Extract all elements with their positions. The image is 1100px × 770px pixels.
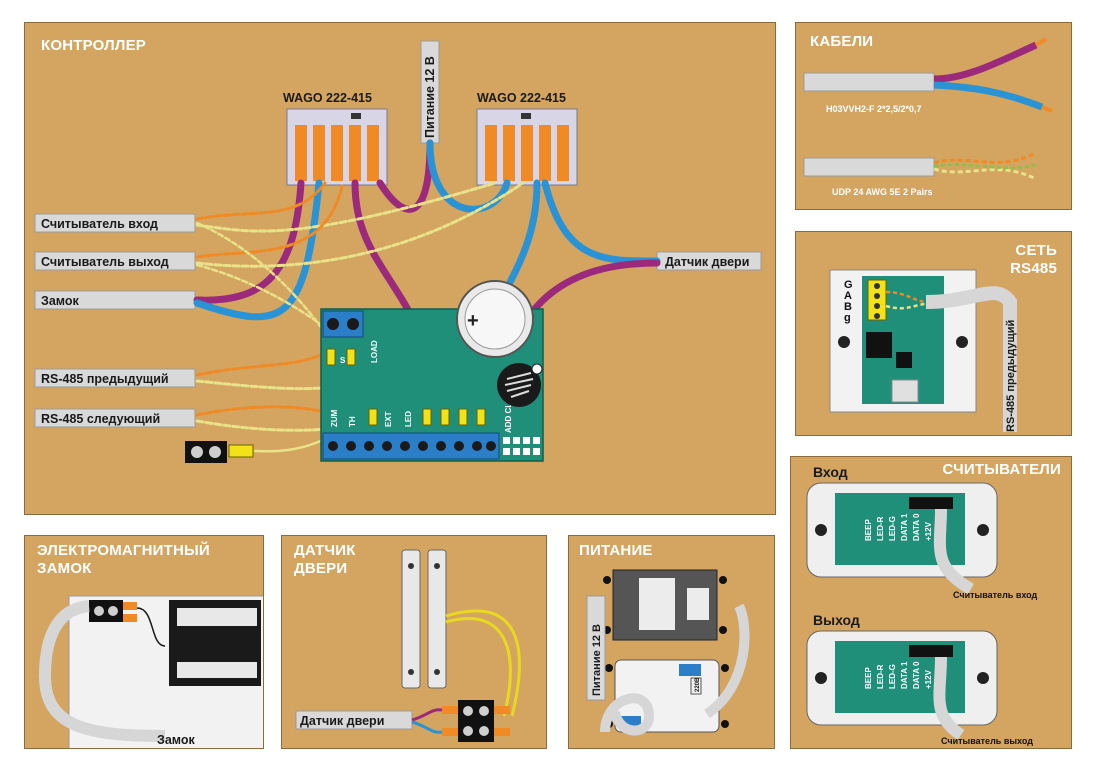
reader-pin-labels-input: BEEP LED-R LED-G DATA 1 DATA 0 +12V [864,513,933,541]
lock-diagram: Замок [38,595,263,748]
door-sensor-label: Датчик двери [300,714,384,728]
wago-connector-left-icon [286,108,388,186]
svg-text:LED-R: LED-R [876,664,885,689]
svg-text:DATA 1: DATA 1 [900,661,909,689]
pin-g: G [844,279,853,291]
readers-panel: СЧИТЫВАТЕЛИ Вход Считыватель вход Выход … [790,456,1072,749]
reader-input-title: Вход [813,464,848,480]
reader-output-label: Считыватель выход [941,736,1033,746]
label-rs485-prev: RS-485 предыдущий [41,372,169,386]
pin-b: B [844,301,852,313]
label-reader-out: Считыватель выход [41,255,169,269]
controller-title: КОНТРОЛЛЕР [41,37,146,54]
network-cable-label: RS-485 предыдущий [1005,320,1017,432]
board-label-s: S [340,356,346,365]
battery-icon: + [456,280,534,358]
label-door-sensor: Датчик двери [665,255,749,269]
reader-output-title: Выход [813,612,860,628]
power-diagram: 220В Питание 12 В [586,569,750,736]
svg-text:BEEP: BEEP [864,519,873,541]
buzzer-icon [497,363,543,407]
wago-left-title: WAGO 222-415 [283,91,372,105]
network-panel: СЕТЬ RS485 G A B g RS-485 предыдущий [795,231,1072,436]
label-lock: Замок [41,294,80,308]
pin-g2: g [844,312,851,324]
lock-title: ЭЛЕКТРОМАГНИТНЫЙ ЗАМОК [37,542,210,577]
lock-panel: ЭЛЕКТРОМАГНИТНЫЙ ЗАМОК Замок [24,535,264,749]
door-panel: ДАТЧИК ДВЕРИ Датчик двери [281,535,547,749]
door-title: ДАТЧИК ДВЕРИ [294,542,356,577]
terminal-block-icon [185,441,254,463]
svg-text:+12V: +12V [924,521,933,541]
svg-text:DATA 0: DATA 0 [912,513,921,541]
svg-text:LED-G: LED-G [888,516,897,541]
battery-plus: + [467,310,479,332]
board-label-ext: EXT [384,411,393,427]
cables-title: КАБЕЛИ [810,33,874,50]
cable2-label: UDP 24 AWG 5E 2 Pairs [832,187,933,197]
wago-connector-right-icon [476,108,578,186]
cable-label-bars [34,40,762,428]
readers-title: СЧИТЫВАТЕЛИ [942,461,1061,478]
power-vertical-label: Питание 12 В [591,624,603,696]
svg-text:BEEP: BEEP [864,667,873,689]
wago-right-title: WAGO 222-415 [477,91,566,105]
lock-label: Замок [157,733,196,747]
cable1-label: H03VVH2-F 2*2,5/2*0,7 [826,104,922,114]
cables-diagram: H03VVH2-F 2*2,5/2*0,7 UDP 24 AWG 5E 2 Pa… [803,37,1053,197]
pin-a: A [844,290,852,302]
board-label-add-clr: ADD CLR [504,397,513,433]
board-label-zum: ZUM [330,409,339,427]
svg-text:DATA 1: DATA 1 [900,513,909,541]
door-diagram: Датчик двери [295,549,521,742]
label-power: Питание 12 В [423,56,437,138]
controller-wires [193,139,661,453]
power-panel: ПИТАНИЕ 220В Питание 12 В [568,535,775,749]
svg-text:LED-R: LED-R [876,516,885,541]
network-title: СЕТЬ RS485 [1010,242,1057,277]
board-label-load: LOAD [370,340,379,363]
controller-panel: КОНТРОЛЛЕР Считыватель вход Считыватель … [24,22,776,515]
svg-text:DATA 0: DATA 0 [912,661,921,689]
label-reader-in: Считыватель вход [41,217,158,231]
reader-pin-labels-output: BEEP LED-R LED-G DATA 1 DATA 0 +12V [864,661,933,689]
board-label-th: TH [348,416,357,427]
cables-panel: КАБЕЛИ H03VVH2-F 2*2,5/2*0,7 UDP 24 AWG … [795,22,1072,210]
readers-diagram: Вход Считыватель вход Выход Считыватель … [806,464,1038,746]
board-label-led: LED [404,411,413,427]
label-rs485-next: RS-485 следующий [41,412,160,426]
power-title: ПИТАНИЕ [579,542,653,559]
svg-text:+12V: +12V [924,669,933,689]
reader-input-label: Считыватель вход [953,590,1038,600]
voltage-tag: 220В [695,677,701,692]
controller-diagram: Считыватель вход Считыватель выход Замок… [34,40,762,463]
network-diagram: G A B g RS-485 предыдущий [829,269,1017,432]
svg-text:LED-G: LED-G [888,664,897,689]
